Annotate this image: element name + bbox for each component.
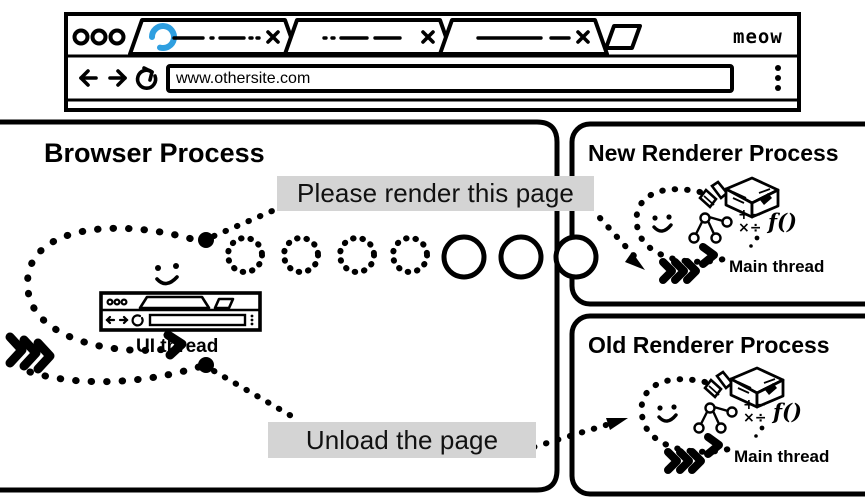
render-request-arrow [597, 215, 645, 270]
svg-text:f(): f() [766, 209, 797, 234]
old-renderer-loop-chevron [704, 433, 723, 458]
old-renderer-main-thread-loop [638, 376, 736, 455]
address-bar-value[interactable]: www.othersite.com [176, 70, 311, 87]
forward-arrow-icon[interactable] [108, 69, 127, 87]
new-renderer-sparkle-dots [749, 235, 760, 248]
svg-text:f(): f() [771, 399, 802, 424]
old-renderer-dom-tree-icon [693, 402, 738, 434]
old-renderer-smiley-icon [657, 404, 678, 423]
back-arrow-icon[interactable] [79, 69, 98, 87]
reload-icon[interactable] [135, 66, 158, 90]
new-renderer-main-thread-label: Main thread [729, 257, 825, 276]
old-renderer-function-fx-icon: f() [771, 399, 802, 424]
new-renderer-dom-tree-icon [688, 212, 733, 244]
ui-thread-browser-icon [99, 291, 262, 332]
unload-request-connector [198, 357, 303, 424]
new-renderer-math-symbols-icon: +− ×÷ [738, 207, 761, 236]
browser-brand-label: meow [733, 26, 783, 48]
new-renderer-main-thread-loop [633, 186, 731, 265]
svg-text:+−: +− [743, 397, 766, 413]
old-renderer-sparkle-dots [754, 425, 765, 438]
new-renderer-open-book-icon [724, 176, 780, 219]
tab-2[interactable] [283, 18, 454, 56]
new-renderer-function-fx-icon: f() [766, 209, 797, 234]
new-renderer-chevrons [659, 258, 700, 284]
ui-thread-chevrons-left [5, 332, 55, 374]
unload-request-arrow [531, 418, 628, 450]
ui-thread-loop [24, 224, 209, 386]
old-renderer-process-title: Old Renderer Process [588, 332, 830, 358]
window-control-dots[interactable] [72, 28, 126, 46]
render-request-connector [198, 202, 289, 248]
new-renderer-process-title: New Renderer Process [588, 140, 839, 166]
new-tab-button[interactable] [604, 24, 642, 50]
svg-text:+−: +− [738, 207, 761, 223]
old-renderer-chevrons [664, 448, 705, 474]
new-renderer-process-box [569, 121, 865, 307]
task-queue-circles [225, 234, 599, 280]
ui-thread-chevron-right [163, 330, 187, 360]
old-renderer-main-thread-label: Main thread [734, 447, 830, 466]
tab-2-close-icon[interactable] [421, 30, 435, 44]
tab-3-close-icon[interactable] [576, 30, 590, 44]
new-renderer-smiley-icon [652, 214, 673, 233]
tab-3[interactable] [438, 18, 609, 56]
tab-1-close-icon[interactable] [266, 30, 280, 44]
browser-process-title: Browser Process [44, 138, 265, 168]
old-renderer-math-symbols-icon: +− ×÷ [743, 397, 766, 426]
address-bar-input[interactable] [166, 64, 734, 93]
new-renderer-loop-chevron [699, 243, 718, 268]
tab-1[interactable] [128, 18, 299, 56]
svg-text:×÷: ×÷ [743, 410, 766, 426]
loading-spinner-icon [149, 23, 177, 51]
unload-request-label: Unload the page [268, 422, 536, 458]
svg-text:×÷: ×÷ [738, 220, 761, 236]
old-renderer-process-box [569, 313, 865, 497]
browser-process-box [0, 119, 560, 493]
render-request-label: Please render this page [277, 176, 594, 211]
three-dot-menu-icon[interactable] [775, 65, 781, 91]
ui-thread-label: UI thread [136, 336, 219, 357]
old-renderer-open-book-icon [729, 366, 785, 409]
ui-thread-smiley-icon [155, 263, 179, 286]
